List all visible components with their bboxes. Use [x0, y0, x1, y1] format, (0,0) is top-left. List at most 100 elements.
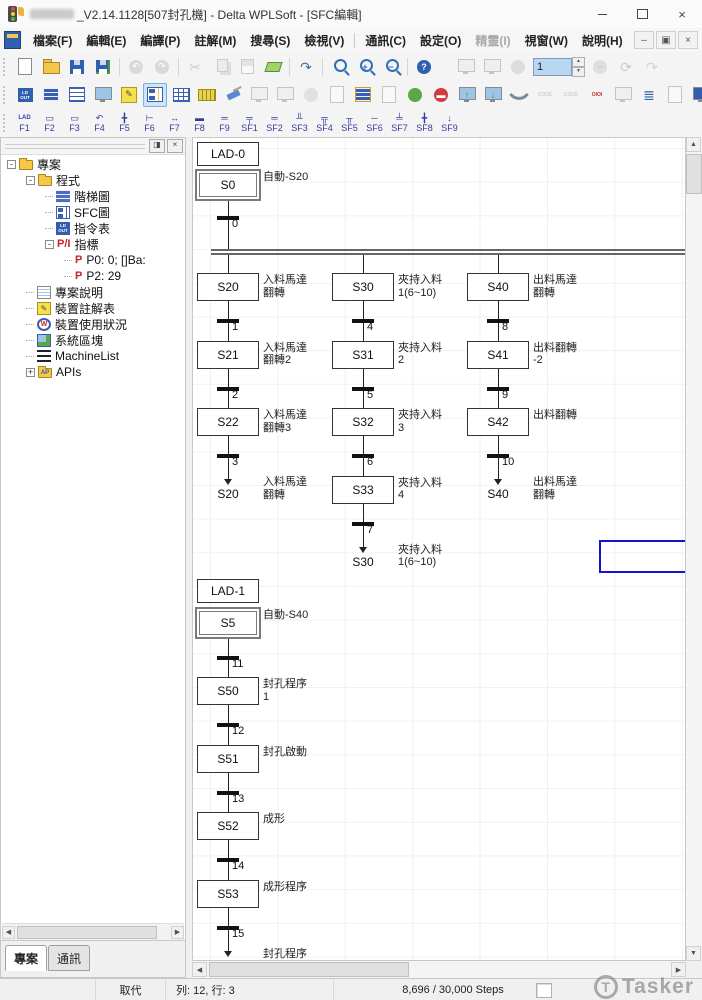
refresh-button[interactable]: ⟳ [614, 55, 638, 79]
sfc-jump-S50[interactable]: S50 [206, 959, 250, 961]
sfc-step-S50[interactable]: S50 [197, 677, 259, 705]
zoom-out-button[interactable]: − [379, 55, 403, 79]
menu-item-9[interactable]: 視窗(W) [524, 33, 568, 48]
sfc-transition-13[interactable] [217, 790, 239, 795]
redo-button[interactable]: ↷ [150, 55, 174, 79]
tab-communication[interactable]: 通訊 [48, 945, 91, 971]
new-file-button[interactable] [13, 55, 37, 79]
expand-toggle-icon[interactable]: + [26, 366, 35, 377]
child-minimize-button[interactable]: – [634, 31, 654, 49]
used-device-button[interactable] [195, 83, 219, 107]
horizontal-scrollbar[interactable]: ◀ ▶ [192, 961, 686, 978]
menu-item-8[interactable]: 精靈(I) [475, 33, 511, 48]
expand-toggle-icon[interactable]: - [7, 159, 16, 169]
expand-toggle-icon[interactable]: - [45, 239, 54, 249]
sfc-step-S42[interactable]: S42 [467, 408, 529, 436]
program-compare-button[interactable]: ≣ [637, 83, 661, 107]
sfc-comment[interactable]: 自動-S40 [263, 609, 309, 621]
tree-item-project[interactable]: -專案 [1, 156, 185, 172]
pin-icon[interactable]: ◨ [149, 139, 165, 153]
menu-item-10[interactable]: 說明(H) [581, 33, 623, 48]
sfc-transition-6[interactable] [352, 454, 374, 458]
cut-button[interactable]: ✂ [183, 55, 207, 79]
sfc-step-S31[interactable]: S31 [332, 340, 394, 369]
sfc-tool-sf2-button[interactable]: ═SF2 [263, 110, 287, 135]
upload-comment-button[interactable] [273, 83, 297, 107]
scroll-thumb[interactable] [17, 925, 157, 939]
pause-button[interactable]: − [588, 55, 612, 79]
io-point-button[interactable]: OIOI [585, 83, 609, 107]
sfc-step-S20[interactable]: S20 [197, 273, 259, 301]
upload-program-button[interactable]: ↑ [455, 83, 479, 107]
sfc-jump-S30[interactable]: S30 [352, 554, 374, 569]
sfc-jump-S40[interactable]: S40 [487, 487, 509, 501]
scroll-right-icon[interactable]: ▶ [171, 925, 184, 939]
code-generate-button[interactable]: CODE [533, 83, 557, 107]
toolbar-grip[interactable] [3, 57, 8, 76]
sfc-comment[interactable]: 出料翻轉 [533, 409, 577, 421]
sfc-lad-block-LAD-0[interactable]: LAD-0 [197, 142, 259, 166]
tree-item-project-info[interactable]: 專案說明 [1, 284, 185, 300]
save-file-button[interactable] [65, 55, 89, 79]
sfc-comment[interactable]: 成形 [263, 813, 285, 825]
sfc-tool-sf9-button[interactable]: ↓SF9 [438, 110, 462, 135]
child-close-button[interactable]: × [678, 31, 698, 49]
sfc-tool-sf1-button[interactable]: ╤SF1 [238, 110, 262, 135]
sfc-comment[interactable]: 出料翻轉-2 [533, 341, 577, 367]
print-button[interactable] [325, 83, 349, 107]
sfc-step-S32[interactable]: S32 [332, 408, 394, 436]
menu-item-4[interactable]: 搜尋(S) [250, 33, 291, 48]
sfc-comment[interactable]: 封孔啟動 [263, 745, 307, 758]
sfc-monitor-button[interactable] [377, 83, 401, 107]
sfc-tool-f5-button[interactable]: ╋F5 [113, 110, 137, 135]
sfc-step-S52[interactable]: S52 [197, 812, 259, 840]
help-button[interactable]: ? [412, 55, 436, 79]
paste-button[interactable] [235, 55, 259, 79]
ladder-view-button[interactable] [39, 83, 63, 107]
download-comment-button[interactable] [247, 83, 271, 107]
child-restore-button[interactable]: ▣ [656, 31, 676, 49]
sfc-comment[interactable]: 入料馬達翻轉2 [263, 341, 307, 367]
sfc-tool-f7-button[interactable]: ↔F7 [163, 110, 187, 135]
toolbar-grip[interactable] [3, 85, 8, 104]
scroll-left-icon[interactable]: ◀ [2, 925, 15, 939]
sfc-comment[interactable]: 入料馬達翻轉 [263, 274, 307, 299]
simulator-button[interactable] [454, 55, 478, 79]
sfc-comment[interactable]: 自動-S20 [263, 171, 309, 183]
sfc-transition-2[interactable] [217, 386, 239, 391]
menu-item-7[interactable]: 設定(O) [420, 33, 462, 48]
sfc-transition-4[interactable] [352, 319, 374, 323]
clear-all-button[interactable] [221, 83, 245, 107]
scroll-right-icon[interactable]: ▶ [671, 962, 686, 977]
sfc-step-S51[interactable]: S51 [197, 744, 259, 773]
sfc-tool-sf4-button[interactable]: ╦SF4 [313, 110, 337, 135]
scale-spinner-up-icon[interactable]: ▲ [572, 56, 585, 67]
trace-button[interactable]: ↷ [294, 55, 318, 79]
sfc-transition-10[interactable] [487, 454, 509, 458]
tree-item-machine-list[interactable]: MachineList [1, 348, 185, 364]
menu-item-5[interactable]: 檢視(V) [304, 33, 345, 48]
tree-item-ladder-diagram[interactable]: 階梯圖 [1, 188, 185, 204]
tab-project[interactable]: 專案 [5, 945, 48, 971]
panel-close-icon[interactable]: × [167, 139, 183, 153]
edit-device-comment-button[interactable]: ✎ [117, 83, 141, 107]
sfc-comment[interactable]: 出料馬達翻轉 [533, 274, 577, 299]
menu-item-0[interactable]: 檔案(F) [33, 33, 73, 48]
device-table-button[interactable] [169, 83, 193, 107]
instruction-list-view-button[interactable]: LD OUT [13, 83, 37, 107]
sfc-step-S21[interactable]: S21 [197, 340, 259, 369]
communication-setting-button[interactable] [507, 83, 531, 107]
sfc-transition-12[interactable] [217, 723, 239, 727]
